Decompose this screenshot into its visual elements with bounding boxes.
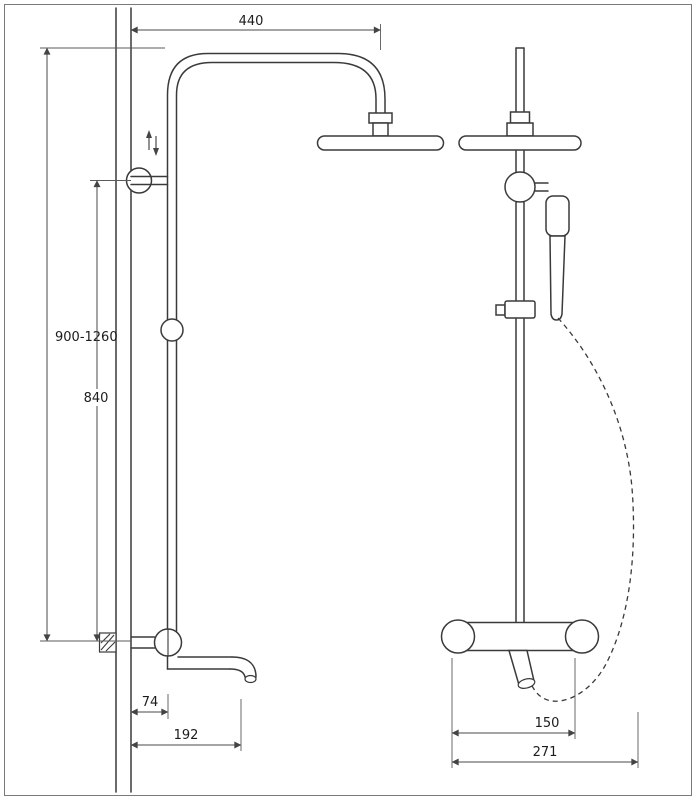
mixer-left-knob [440,619,476,654]
dim-271-label: 271 [533,745,558,760]
dim-150-label: 150 [535,716,560,731]
mixer-right-knob [564,619,600,654]
height-adjust-arrows-icon [146,130,159,156]
hand-shower-handle [549,235,566,321]
overhead-head-disk [316,135,445,151]
mixer-front [440,619,600,654]
dim-192: 192 [130,699,242,751]
head-stem-front [506,122,534,137]
head-stem [372,122,389,137]
dim-74: 74 [130,694,169,719]
dim-74-label: 74 [142,695,159,710]
wall [115,7,132,793]
mixer-valve-side [98,628,183,657]
dim-150: 150 [451,658,576,768]
tub-spout-side [166,655,257,684]
hand-shower-front [545,195,570,321]
overhead-head-disk-front [458,135,582,151]
dim-900-1260: 900-1260 [40,47,165,642]
wall-bracket [125,167,169,194]
head-joint-nut-front [509,111,531,124]
dim-192-label: 192 [174,728,199,743]
head-joint-nut [368,112,393,124]
dim-840-label: 840 [84,391,109,406]
dim-440: 440 [130,14,381,50]
overhead-shower-front [458,111,582,151]
mixer-outlet-front [508,649,536,689]
dim-271: 271 [451,712,639,768]
overhead-shower-side [316,112,445,151]
drawing-border [4,4,692,796]
riser-pipe-side [166,52,386,641]
slider-clamp-front [495,300,536,319]
slider-clamp-side [160,318,184,342]
spout-mouth [244,674,257,684]
hand-shower-head [545,195,570,237]
dim-900-1260-label: 900-1260 [55,330,118,345]
shower-hose [525,317,635,702]
swivel-joint-front [504,171,549,203]
dim-840: 840 [77,180,131,642]
outlet-mouth [517,678,536,689]
dim-440-label: 440 [239,14,264,29]
